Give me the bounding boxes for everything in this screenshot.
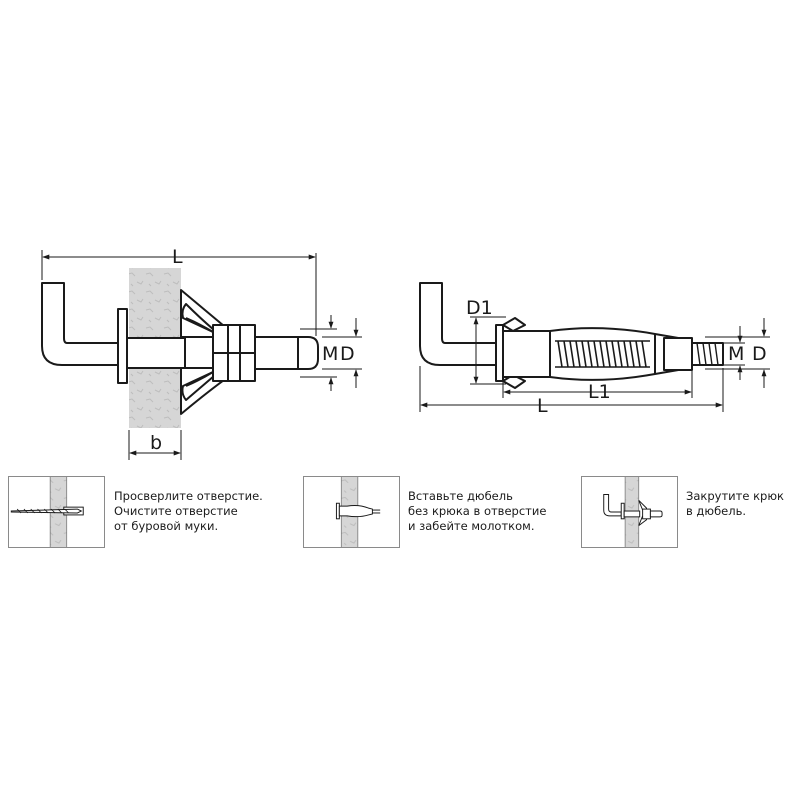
anchor-shaft [126,337,186,369]
label-L1: L1 [588,381,611,403]
step-1-line-2: Очистите отверстие [114,504,238,518]
step-3-line-2: в дюбель. [686,504,747,518]
hook-right [419,282,501,366]
screw-hook-illustration [603,477,663,547]
step-1-text: Просверлите отверстие. Очистите отверсти… [114,489,263,534]
left-dimensions [41,250,362,460]
step-2-panel [303,476,400,548]
label-M-left: M [322,343,338,365]
step-1-line-1: Просверлите отверстие. [114,489,263,503]
label-D-left: D [340,343,355,365]
label-M-right: M [728,343,744,365]
anchor-assembly-drawing [419,282,724,389]
right-dimensions [419,316,770,412]
step-3-panel [581,476,678,548]
hook [41,282,121,366]
label-b: b [150,432,162,454]
step-1-panel [8,476,105,548]
insert-anchor-illustration [335,477,381,547]
threaded-tip [254,336,319,370]
anchor-icon [338,505,373,518]
label-D-right: D [752,343,767,365]
label-D1: D1 [466,297,493,319]
anchor-flange [117,308,128,384]
installed-anchor-drawing [41,268,319,428]
step-3-line-1: Закрутите крюк [686,489,784,503]
step-3-text: Закрутите крюк в дюбель. [686,489,784,519]
step-2-line-2: без крюка в отверстие [408,504,547,518]
anchor-flange-right [495,324,504,382]
threaded-stud [691,342,724,366]
anchor-end-nut [663,337,693,371]
step-2-text: Вставьте дюбель без крюка в отверстие и … [408,489,546,534]
drilling-illustration [10,477,84,547]
step-2-line-1: Вставьте дюбель [408,489,513,503]
label-L-right: L [537,395,548,417]
step-1-line-3: от буровой муки. [114,519,219,533]
step-2-line-3: и забейте молотком. [408,519,535,533]
label-L-left: L [172,246,183,268]
hook-icon [603,494,622,517]
